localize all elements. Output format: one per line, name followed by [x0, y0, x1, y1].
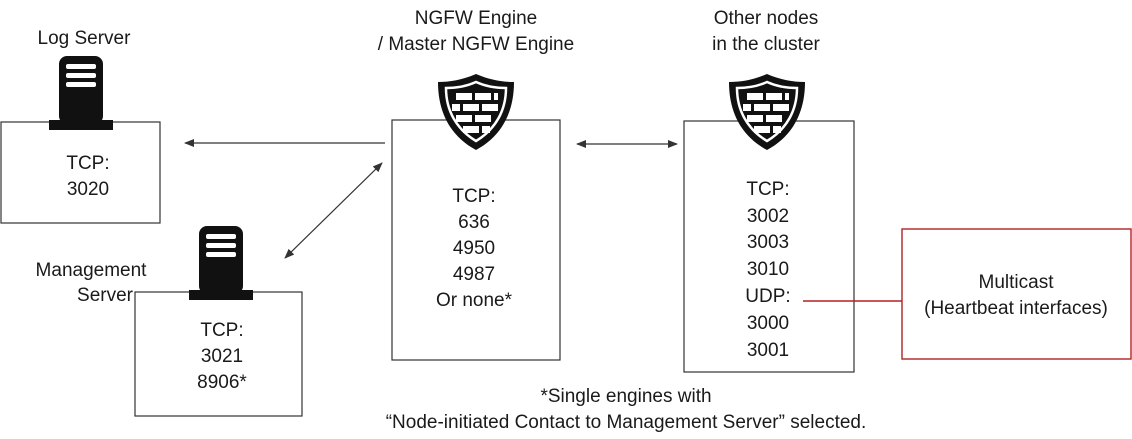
cluster-nodes-title-line-1: Other nodes — [714, 8, 819, 29]
management-server-port: 8906* — [197, 372, 247, 393]
management-server-port: 3021 — [201, 346, 243, 367]
cluster-nodes-udp-port: 3000 — [747, 313, 789, 334]
log-server-port: 3020 — [67, 179, 109, 200]
ngfw-engine-title-line-2: / Master NGFW Engine — [378, 34, 574, 55]
multicast-heartbeat-label: (Heartbeat interfaces) — [924, 298, 1108, 319]
cluster-nodes-tcp-port: 3002 — [747, 206, 789, 227]
management-server-title-line-1: Management — [36, 260, 148, 281]
log-server-protocol: TCP: — [66, 153, 109, 174]
ngfw-engine-port: 636 — [458, 212, 490, 233]
cluster-nodes-tcp-port: 3003 — [747, 232, 789, 253]
log-server-title: Log Server — [38, 28, 132, 49]
cluster-nodes-title-line-2: in the cluster — [712, 34, 820, 55]
cluster-nodes-box — [683, 120, 855, 373]
log-server-box — [0, 121, 161, 224]
management-server-title-line-2: Server — [77, 285, 134, 306]
ngfw-engine-port: 4987 — [453, 264, 495, 285]
ngfw-engine-port: 4950 — [453, 238, 495, 259]
management-server-box — [134, 291, 303, 417]
cluster-nodes-tcp-label: TCP: — [746, 179, 789, 200]
ngfw-engine-port: Or none* — [436, 290, 513, 311]
arrow-ngfw-management-server — [284, 162, 383, 259]
multicast-box — [901, 228, 1132, 360]
ngfw-engine-protocol: TCP: — [452, 186, 495, 207]
ngfw-engine-title-line-1: NGFW Engine — [415, 8, 537, 29]
cluster-nodes-tcp-port: 3010 — [747, 259, 789, 280]
footnote-line-2: “Node-initiated Contact to Management Se… — [386, 412, 867, 433]
management-server-protocol: TCP: — [200, 320, 243, 341]
cluster-nodes-udp-port: 3001 — [747, 340, 789, 361]
cluster-nodes-udp-label: UDP: — [745, 286, 790, 307]
log-server-server-icon — [49, 56, 113, 130]
management-server-server-icon — [189, 226, 253, 300]
footnote-line-1: *Single engines with — [540, 386, 711, 407]
multicast-label: Multicast — [979, 272, 1055, 293]
